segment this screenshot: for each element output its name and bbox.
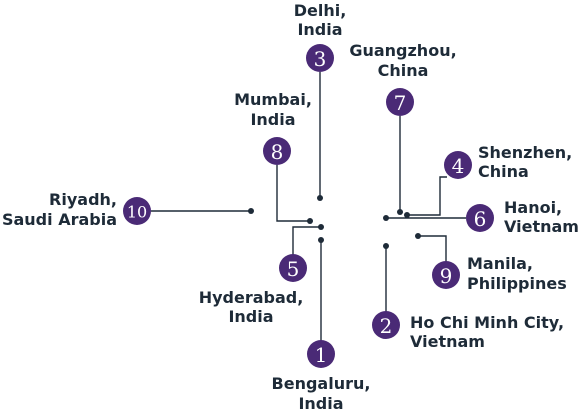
badge-number-6: 6 bbox=[474, 207, 487, 231]
label-5-line2: India bbox=[228, 307, 273, 326]
label-7-line1: Guangzhou, bbox=[349, 41, 456, 60]
dot-2 bbox=[383, 243, 389, 249]
badge-circle-8 bbox=[263, 137, 291, 165]
label-city-6: Hanoi, Vietnam bbox=[504, 198, 579, 236]
badge-circle-7 bbox=[386, 88, 414, 116]
label-4-line2: China bbox=[478, 162, 529, 181]
badge-number-9: 9 bbox=[440, 264, 453, 288]
badge-circle-1 bbox=[307, 340, 335, 368]
badge-number-2: 2 bbox=[380, 314, 393, 338]
badge-3: 3 bbox=[306, 44, 334, 72]
dot-3 bbox=[317, 195, 323, 201]
badge-8: 8 bbox=[263, 137, 291, 165]
label-9-line1: Manila, bbox=[467, 254, 533, 273]
badges: 1 2 3 4 5 6 7 8 bbox=[123, 44, 494, 368]
label-city-2: Ho Chi Minh City, Vietnam bbox=[410, 313, 564, 351]
dot-5 bbox=[318, 224, 324, 230]
connector-9 bbox=[418, 235, 447, 262]
label-6-line1: Hanoi, bbox=[504, 198, 562, 217]
label-city-7: Guangzhou, China bbox=[349, 41, 456, 80]
label-7-line2: China bbox=[378, 61, 429, 80]
badge-circle-6 bbox=[466, 204, 494, 232]
label-city-1: Bengaluru, India bbox=[272, 374, 371, 411]
label-2-line2: Vietnam bbox=[410, 332, 485, 351]
dot-7 bbox=[397, 209, 403, 215]
label-10-line2: Saudi Arabia bbox=[2, 210, 117, 229]
label-1-line1: Bengaluru, bbox=[272, 374, 371, 393]
label-3-line1: Delhi, bbox=[294, 1, 347, 20]
label-city-5: Hyderabad, India bbox=[199, 288, 304, 326]
badge-2: 2 bbox=[372, 311, 400, 339]
label-6-line2: Vietnam bbox=[504, 217, 579, 236]
connector-lines bbox=[151, 72, 466, 342]
dot-4 bbox=[404, 212, 410, 218]
badge-circle-10 bbox=[123, 197, 151, 225]
badge-number-10: 10 bbox=[127, 203, 147, 222]
badge-circle-2 bbox=[372, 311, 400, 339]
label-city-4: Shenzhen, China bbox=[478, 143, 572, 181]
badge-number-3: 3 bbox=[314, 47, 327, 71]
badge-6: 6 bbox=[466, 204, 494, 232]
badge-9: 9 bbox=[432, 261, 460, 289]
label-10-line1: Riyadh, bbox=[49, 190, 117, 209]
label-city-8: Mumbai, India bbox=[234, 90, 312, 129]
label-1-line2: India bbox=[298, 394, 343, 411]
badge-1: 1 bbox=[307, 340, 335, 368]
connector-4 bbox=[407, 176, 447, 216]
label-city-3: Delhi, India bbox=[294, 1, 347, 39]
label-city-10: Riyadh, Saudi Arabia bbox=[2, 190, 117, 229]
dot-8 bbox=[307, 218, 313, 224]
label-9-line2: Philippines bbox=[467, 274, 567, 293]
dot-9 bbox=[415, 233, 421, 239]
badge-number-7: 7 bbox=[394, 91, 407, 115]
label-8-line2: India bbox=[250, 110, 295, 129]
dot-10 bbox=[248, 208, 254, 214]
badge-number-1: 1 bbox=[315, 343, 328, 367]
label-4-line1: Shenzhen, bbox=[478, 143, 572, 162]
badge-10: 10 bbox=[123, 197, 151, 225]
badge-circle-3 bbox=[306, 44, 334, 72]
badge-number-5: 5 bbox=[287, 257, 300, 281]
badge-number-4: 4 bbox=[452, 154, 465, 178]
badge-number-8: 8 bbox=[271, 140, 284, 164]
label-3-line2: India bbox=[297, 20, 342, 39]
label-8-line1: Mumbai, bbox=[234, 90, 312, 109]
badge-circle-5 bbox=[279, 254, 307, 282]
badge-7: 7 bbox=[386, 88, 414, 116]
badge-circle-4 bbox=[444, 151, 472, 179]
dot-6 bbox=[383, 215, 389, 221]
badge-4: 4 bbox=[444, 151, 472, 179]
label-2-line1: Ho Chi Minh City, bbox=[410, 313, 564, 332]
label-city-9: Manila, Philippines bbox=[467, 254, 567, 293]
endpoint-dots bbox=[248, 195, 421, 249]
connector-8 bbox=[276, 165, 310, 222]
badge-5: 5 bbox=[279, 254, 307, 282]
dot-1 bbox=[318, 237, 324, 243]
badge-circle-9 bbox=[432, 261, 460, 289]
label-5-line1: Hyderabad, bbox=[199, 288, 304, 307]
connector-5 bbox=[292, 226, 321, 255]
